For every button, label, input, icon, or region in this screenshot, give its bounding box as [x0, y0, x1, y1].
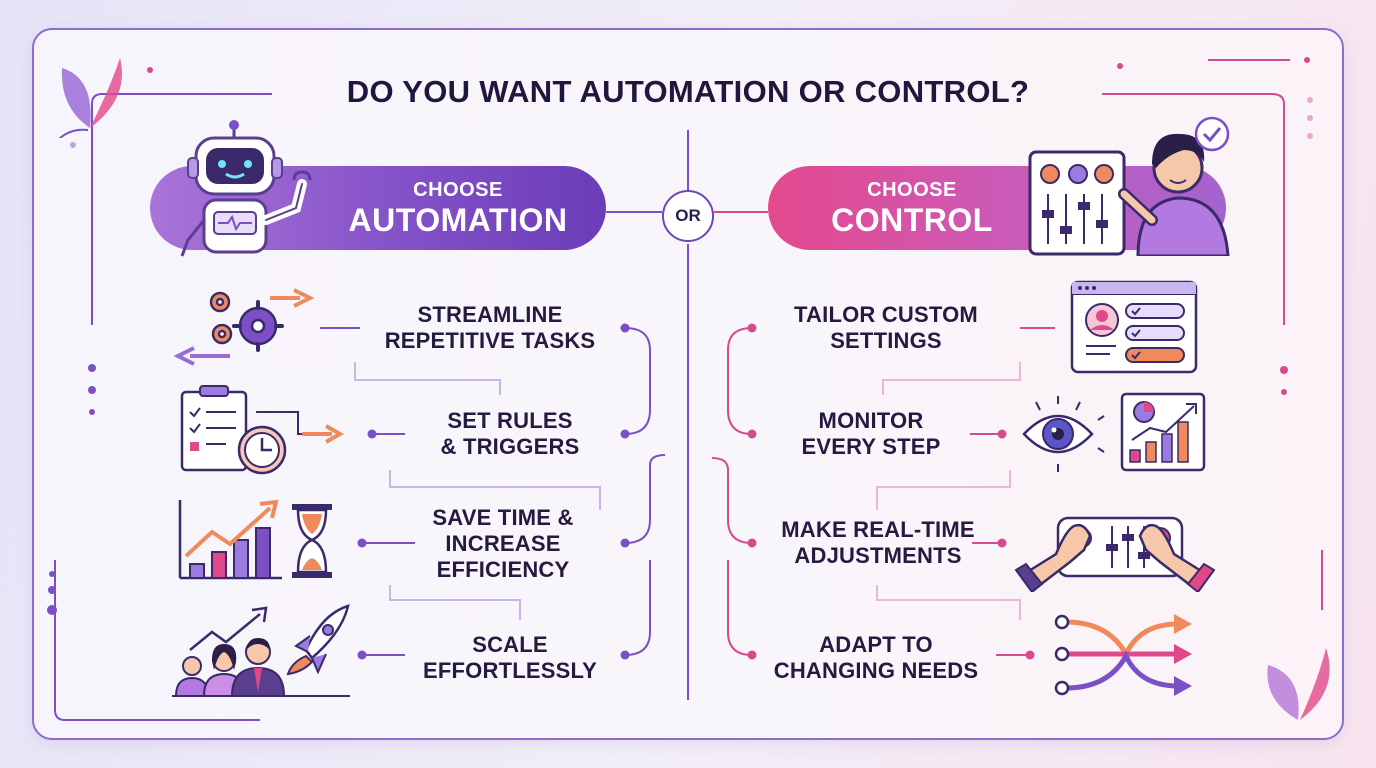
- hands-sliders-icon: [1014, 516, 1216, 592]
- automation-item-scale: SCALE EFFORTLESSLY: [410, 632, 610, 684]
- control-item-adjust: MAKE REAL-TIME ADJUSTMENTS: [762, 517, 994, 569]
- item-line: TAILOR CUSTOM: [794, 302, 978, 327]
- automation-item-streamline: STREAMLINE REPETITIVE TASKS: [370, 302, 610, 354]
- item-line: INCREASE: [445, 531, 561, 556]
- person-with-control-panel-icon: [1028, 116, 1230, 256]
- control-label: CONTROL: [831, 202, 993, 238]
- or-divider: OR: [662, 190, 714, 242]
- item-line: STREAMLINE: [417, 302, 563, 327]
- item-line: & TRIGGERS: [440, 434, 580, 459]
- item-line: EFFORTLESSLY: [423, 658, 597, 683]
- eye-analytics-icon: [1022, 392, 1206, 472]
- item-line: EVERY STEP: [801, 434, 941, 459]
- page-title: DO YOU WANT AUTOMATION OR CONTROL?: [346, 74, 1030, 109]
- item-line: SAVE TIME &: [432, 505, 574, 530]
- choose-label: CHOOSE: [413, 179, 503, 201]
- item-line: SETTINGS: [830, 328, 942, 353]
- item-line: MONITOR: [818, 408, 924, 433]
- automation-item-rules: SET RULES & TRIGGERS: [420, 408, 600, 460]
- settings-window-icon: [1070, 280, 1198, 374]
- item-line: SET RULES: [447, 408, 573, 433]
- growth-chart-hourglass-icon: [178, 499, 332, 580]
- item-line: ADAPT TO: [819, 632, 933, 657]
- item-line: EFFICIENCY: [436, 557, 570, 582]
- checklist-clock-icon: [180, 385, 345, 475]
- team-rocket-icon: [172, 604, 350, 697]
- item-line: REPETITIVE TASKS: [384, 328, 596, 353]
- gears-arrows-icon: [173, 288, 315, 366]
- item-line: SCALE: [472, 632, 548, 657]
- control-item-tailor: TAILOR CUSTOM SETTINGS: [768, 302, 1004, 354]
- branching-arrows-icon: [1054, 614, 1192, 696]
- leaf-decoration-icon: [58, 58, 122, 138]
- leaf-decoration-icon: [1267, 648, 1330, 720]
- robot-icon: [180, 120, 312, 257]
- item-line: MAKE REAL-TIME: [781, 517, 975, 542]
- choose-label: CHOOSE: [867, 179, 957, 201]
- automation-label: AUTOMATION: [348, 202, 568, 238]
- item-line: CHANGING NEEDS: [773, 658, 979, 683]
- item-line: ADJUSTMENTS: [794, 543, 962, 568]
- control-item-monitor: MONITOR EVERY STEP: [786, 408, 956, 460]
- automation-item-save-time: SAVE TIME & INCREASE EFFICIENCY: [413, 505, 593, 583]
- control-item-adapt: ADAPT TO CHANGING NEEDS: [758, 632, 994, 684]
